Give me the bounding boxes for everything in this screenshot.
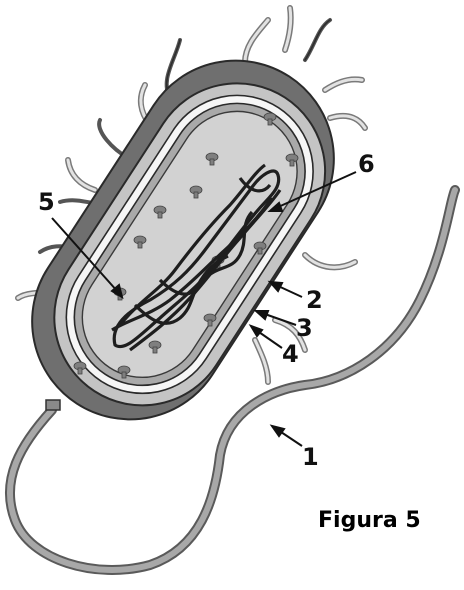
callout-label-1: 1 <box>302 443 319 471</box>
callout-label-5: 5 <box>38 188 55 216</box>
cell-body <box>0 23 371 457</box>
callout-label-6: 6 <box>358 150 375 178</box>
callout-label-2: 2 <box>306 286 323 314</box>
figure-caption: Figura 5 <box>318 508 421 533</box>
callout-label-3: 3 <box>296 314 313 342</box>
callout-label-4: 4 <box>282 340 299 368</box>
